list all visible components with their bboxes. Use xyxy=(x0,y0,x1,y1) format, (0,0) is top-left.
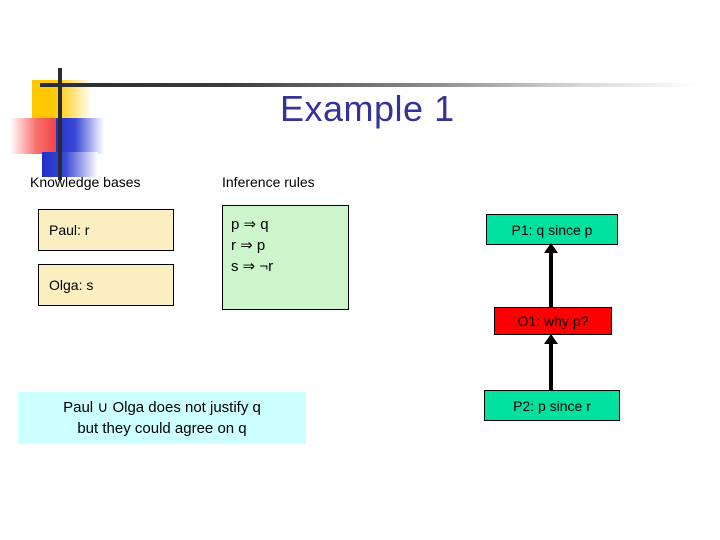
logo-yellow-square xyxy=(32,80,92,122)
inference-rule-3: s ⇒ ¬r xyxy=(231,258,274,275)
knowledge-base-paul-label: Paul: r xyxy=(49,222,90,238)
arrow-o1-to-p1-icon xyxy=(544,243,558,307)
argument-box-o1: O1: why p? xyxy=(494,307,612,335)
knowledge-base-olga: Olga: s xyxy=(38,264,174,306)
argument-o1-label: O1: why p? xyxy=(517,313,589,329)
knowledge-base-paul: Paul: r xyxy=(38,209,174,251)
knowledge-base-olga-label: Olga: s xyxy=(49,277,94,293)
decorative-slide-logo xyxy=(0,60,220,180)
logo-vertical-line xyxy=(58,68,62,180)
inference-rules-box: p ⇒ q r ⇒ p s ⇒ ¬r xyxy=(222,205,349,310)
logo-blue-square-lower xyxy=(42,152,98,177)
page-title: Example 1 xyxy=(280,88,455,129)
logo-blue-square-upper xyxy=(56,118,104,154)
argument-p1-label: P1: q since p xyxy=(511,221,593,238)
argument-box-p1: P1: q since p xyxy=(486,214,618,245)
knowledge-bases-heading: Knowledge bases xyxy=(30,174,141,190)
inference-rules-heading: Inference rules xyxy=(222,174,315,190)
title-divider-line xyxy=(40,83,700,87)
inference-rule-2: r ⇒ p xyxy=(231,237,266,254)
argument-p2-label: P2: p since r xyxy=(513,397,591,414)
logo-red-square xyxy=(10,118,58,154)
conclusion-line-2: but they could agree on q xyxy=(77,420,247,437)
conclusion-line-1: Paul ∪ Olga does not justify q xyxy=(63,399,261,416)
inference-rule-1: p ⇒ q xyxy=(231,216,269,233)
arrow-p2-to-o1-icon xyxy=(544,334,558,390)
conclusion-box: Paul ∪ Olga does not justify q but they … xyxy=(18,392,306,444)
argument-box-p2: P2: p since r xyxy=(484,390,620,421)
